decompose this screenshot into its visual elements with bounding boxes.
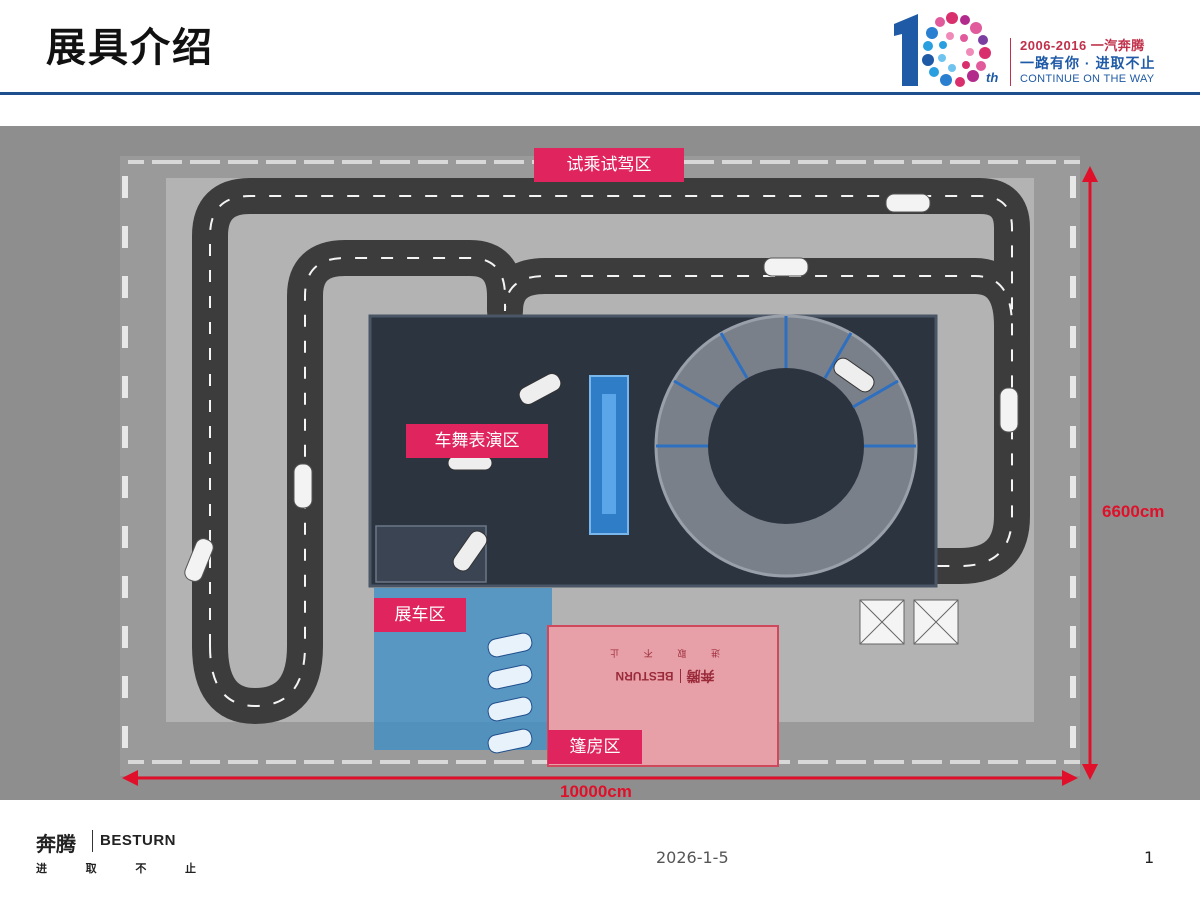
footer-brand-en: BESTURN — [100, 832, 177, 849]
dimension-height-label: 6600cm — [1102, 502, 1165, 521]
tent-sign-brand-en: BESTURN — [615, 669, 674, 683]
site-plan: 奔腾 BESTURN 进 取 不 止 试乘试驾区 车舞表演区 展车区 篷房区 6… — [0, 126, 1200, 800]
tent-sign-slogan-2: 取 — [677, 647, 687, 657]
stage-cars — [447, 357, 875, 572]
footer-slogan-3: 不 — [135, 862, 147, 875]
footer-brand-cn: 奔腾 — [36, 832, 76, 856]
logo-divider — [1010, 38, 1011, 86]
site-plan-drawing — [0, 126, 1200, 800]
footer-brand-divider — [92, 830, 93, 852]
tent-sign-slogan-3: 不 — [643, 647, 653, 657]
fence-posts-side — [122, 176, 1076, 748]
small-tents — [859, 599, 959, 645]
tent-sign-slogan-1: 进 — [710, 647, 720, 657]
logo-th-badge: th — [986, 70, 999, 85]
spiral-ramp — [654, 314, 918, 578]
dimension-width-label: 10000cm — [560, 782, 632, 800]
footer-slogan-1: 进 — [36, 862, 47, 875]
tent-sign-brand-cn: 奔腾 — [686, 667, 715, 683]
tent-sign: 奔腾 BESTURN 进 取 不 止 — [590, 636, 740, 686]
zone-label-test-drive: 试乘试驾区 — [534, 148, 684, 182]
track-cars — [184, 193, 1019, 582]
logo-anniversary-line: 2006-2016 一汽奔腾 — [1020, 38, 1145, 53]
footer-slogan: 进 取 不 止 — [36, 860, 196, 876]
footer-brand-logo: 奔腾 BESTURN 进 取 不 止 — [36, 828, 206, 880]
footer-slogan-4: 止 — [184, 862, 196, 875]
slide-title: 展具介绍 — [46, 25, 214, 71]
dimension-arrows — [122, 166, 1098, 786]
zone-label-tent: 篷房区 — [548, 730, 642, 764]
footer-slogan-2: 取 — [85, 862, 97, 875]
header-rule — [0, 92, 1200, 95]
page-number: 1 — [1144, 848, 1155, 867]
zone-label-display: 展车区 — [374, 598, 466, 632]
anniversary-logo: th 2006-2016 一汽奔腾 一路有你 · 进取不止 CONTINUE O… — [888, 8, 1188, 92]
display-cars — [487, 632, 533, 754]
zone-label-car-dance: 车舞表演区 — [406, 424, 548, 458]
logo-text: 2006-2016 一汽奔腾 一路有你 · 进取不止 CONTINUE ON T… — [1020, 38, 1155, 86]
footer-date: 2026-1-5 — [656, 848, 729, 867]
logo-english-line: CONTINUE ON THE WAY — [1020, 73, 1155, 85]
ten-year-logo-icon — [894, 12, 991, 87]
logo-slogan-line: 一路有你 · 进取不止 — [1020, 55, 1156, 71]
tent-sign-slogan-4: 止 — [610, 647, 620, 657]
